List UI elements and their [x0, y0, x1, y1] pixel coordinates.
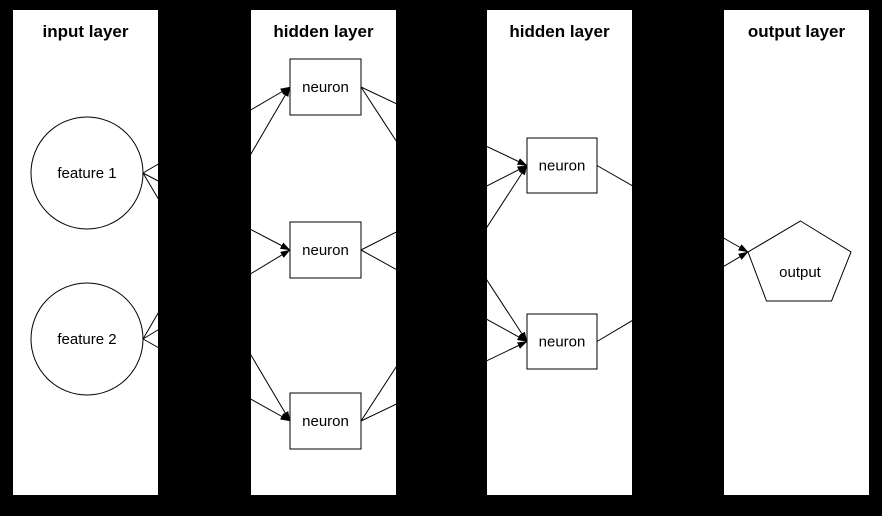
- node-output: output: [747, 220, 852, 302]
- edge-layer: [142, 86, 749, 422]
- edge-h1n3-to-h2n1: [360, 165, 528, 422]
- node-feature-2-label: feature 2: [57, 331, 116, 348]
- node-hidden1-neuron-2-label: neuron: [302, 242, 349, 259]
- edge-feature2-to-h1n3: [142, 338, 291, 422]
- panel-output-layer-title: output layer: [748, 22, 846, 41]
- node-feature-2: feature 2: [30, 282, 144, 396]
- node-feature-1-circle: [30, 116, 144, 230]
- node-feature-2-circle: [30, 282, 144, 396]
- node-hidden1-neuron-3-label: neuron: [302, 413, 349, 430]
- edge-feature1-to-h1n3: [142, 172, 291, 422]
- panel-hidden-layer-2: hidden layer: [487, 10, 632, 495]
- panel-input-layer: input layer: [13, 10, 158, 495]
- node-hidden1-neuron-2: neuron: [289, 221, 362, 279]
- node-output-label: output: [779, 264, 822, 281]
- edge-feature1-to-h1n2: [142, 172, 291, 251]
- edge-h2n1-to-out: [596, 165, 749, 253]
- panel-input-layer-title: input layer: [43, 22, 129, 41]
- node-hidden2-neuron-2-label: neuron: [539, 334, 586, 351]
- node-hidden1-neuron-3-box: [289, 392, 362, 450]
- node-hidden1-neuron-3: neuron: [289, 392, 362, 450]
- node-hidden2-neuron-1-label: neuron: [539, 158, 586, 175]
- edge-h2n2-to-out: [596, 251, 749, 342]
- edge-h1n1-to-h2n1: [360, 86, 528, 166]
- node-hidden2-neuron-1: neuron: [526, 137, 598, 194]
- edge-feature1-to-h1n1: [142, 86, 291, 174]
- node-output-pentagon: [747, 220, 852, 302]
- edge-feature2-to-h1n2: [142, 249, 291, 340]
- node-hidden1-neuron-1: neuron: [289, 58, 362, 116]
- node-feature-1-label: feature 1: [57, 165, 116, 182]
- edge-feature2-to-h1n1: [142, 86, 291, 340]
- edge-h1n2-to-h2n2: [360, 249, 528, 342]
- panel-hidden-layer-2-box: [487, 10, 632, 495]
- panel-hidden-layer-2-title: hidden layer: [509, 22, 610, 41]
- node-hidden1-neuron-1-label: neuron: [302, 79, 349, 96]
- panel-input-layer-box: [13, 10, 158, 495]
- node-feature-1: feature 1: [30, 116, 144, 230]
- edge-h1n3-to-h2n2: [360, 341, 528, 422]
- node-hidden2-neuron-1-box: [526, 137, 598, 194]
- edge-h1n2-to-h2n1: [360, 165, 528, 251]
- panel-hidden-layer-1-title: hidden layer: [273, 22, 374, 41]
- node-hidden1-neuron-1-box: [289, 58, 362, 116]
- node-hidden1-neuron-2-box: [289, 221, 362, 279]
- edge-h1n1-to-h2n2: [360, 86, 528, 342]
- node-hidden2-neuron-2-box: [526, 313, 598, 370]
- node-hidden2-neuron-2: neuron: [526, 313, 598, 370]
